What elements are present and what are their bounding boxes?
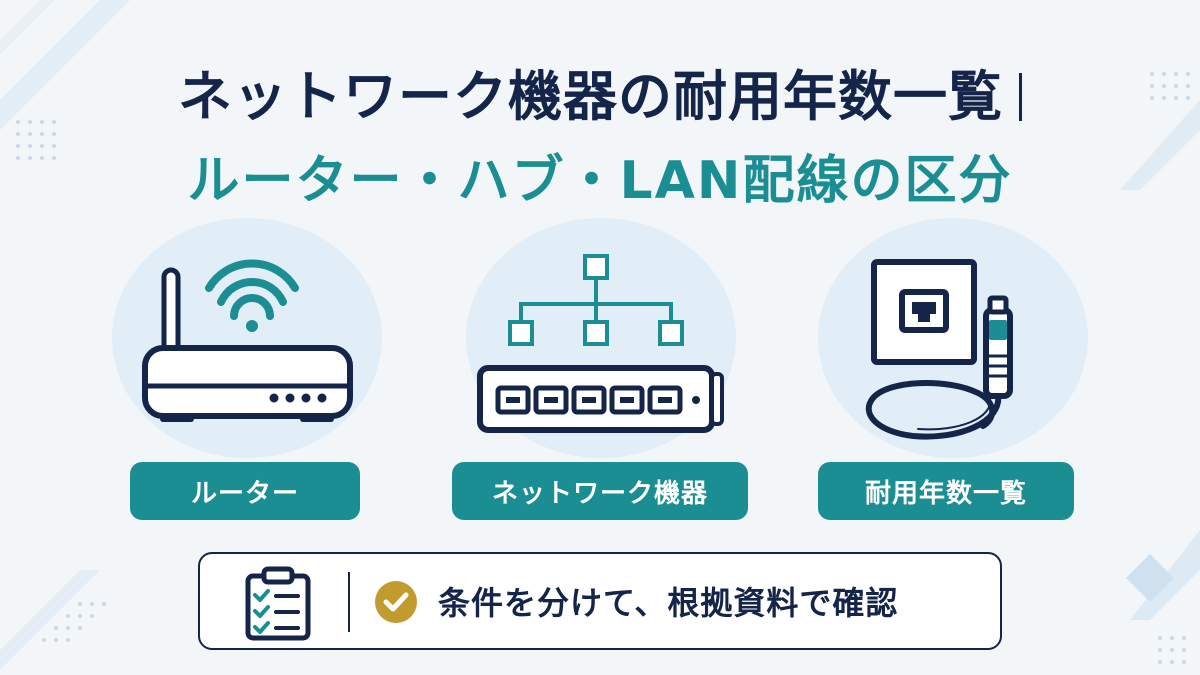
lan-cable-icon: [865, 259, 1013, 440]
card-lan-wiring: [818, 218, 1088, 458]
check-circle-icon: [375, 581, 417, 623]
corner-stripes-decoration: [1120, 100, 1200, 190]
title-divider: [1019, 73, 1022, 121]
label-router: ルーター: [130, 462, 360, 520]
corner-stripes-decoration: [0, 0, 130, 130]
page-title: ネットワーク機器の耐用年数一覧: [0, 52, 1200, 131]
dot-grid-decoration: [16, 120, 56, 160]
card-router: [112, 218, 382, 458]
network-switch-icon: [477, 254, 724, 433]
note-divider: [348, 572, 350, 632]
page-subtitle: ルーター・ハブ・LAN配線の区分: [187, 151, 1013, 211]
label-durability-list: 耐用年数一覧: [818, 462, 1074, 520]
dot-grid-decoration: [1150, 72, 1190, 100]
router-icon: [142, 259, 353, 422]
note-text: 条件を分けて、根拠資料で確認: [438, 584, 899, 622]
corner-stripes-decoration: [0, 570, 100, 670]
label-network-equipment: ネットワーク機器: [452, 462, 748, 520]
note-box: 条件を分けて、根拠資料で確認: [198, 552, 1002, 650]
diamond-decoration: [1126, 530, 1200, 664]
dot-grid-decoration: [42, 602, 106, 642]
card-network-equipment: [466, 218, 736, 458]
checklist-icon: [245, 566, 311, 641]
